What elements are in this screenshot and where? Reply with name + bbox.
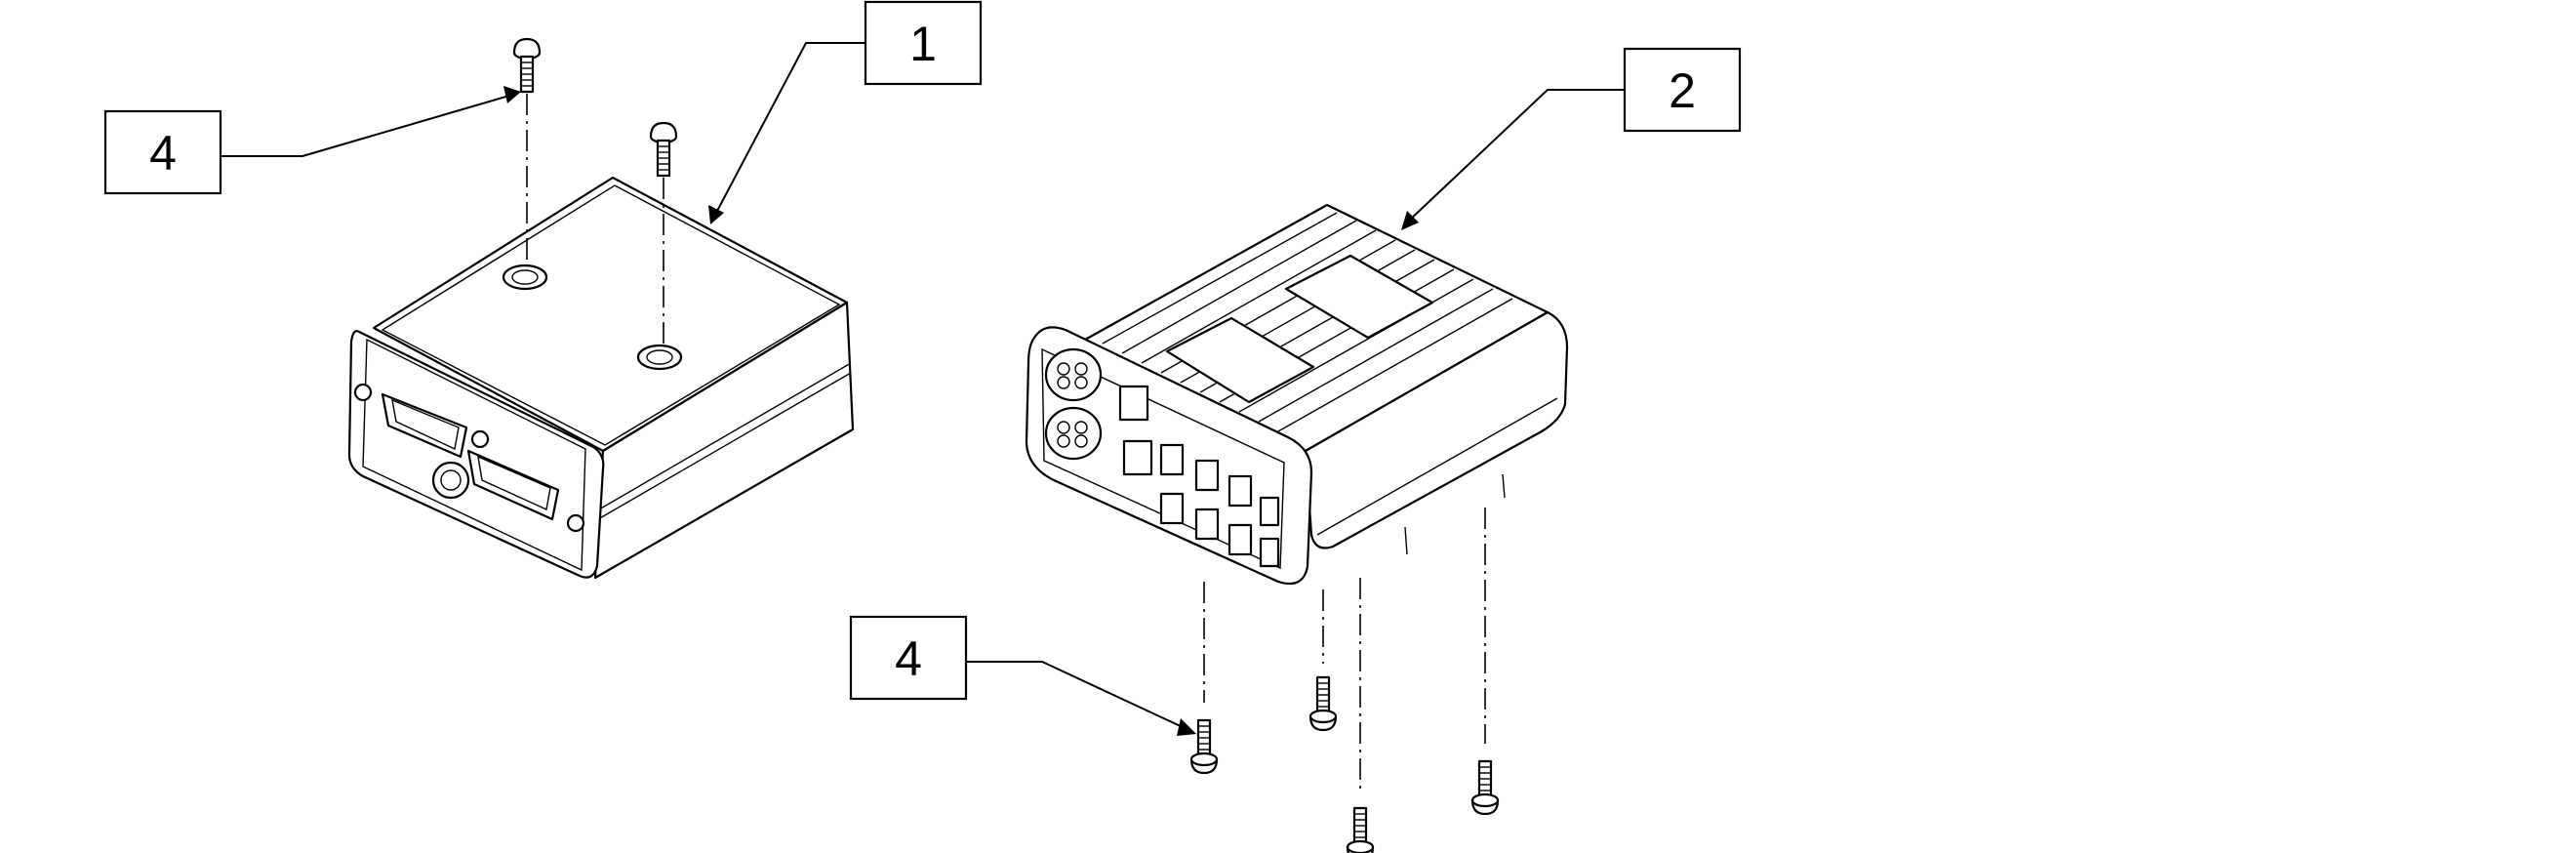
top-hole-2 bbox=[636, 344, 683, 371]
label-plate-2 bbox=[1284, 254, 1434, 340]
callout-4-top: 4 bbox=[103, 86, 521, 195]
part-1-enclosure bbox=[347, 176, 855, 580]
terminal-blocks bbox=[1118, 385, 1280, 568]
db9-connector-left bbox=[353, 383, 490, 459]
top-hole-1 bbox=[502, 264, 548, 291]
db9-connector-right bbox=[466, 449, 585, 533]
callout-2: 2 bbox=[1401, 47, 1742, 230]
screw-1a bbox=[512, 37, 542, 94]
screw-2b bbox=[1308, 675, 1338, 732]
callout-1: 1 bbox=[708, 0, 983, 224]
callout-1-label: 1 bbox=[909, 17, 937, 71]
label-plate-1 bbox=[1165, 316, 1315, 404]
callout-4-top-label: 4 bbox=[149, 126, 177, 181]
round-connector-bottom bbox=[1044, 406, 1103, 461]
part-2-controller bbox=[1025, 203, 1569, 586]
callout-4-bottom-label: 4 bbox=[895, 631, 922, 686]
screw-2c bbox=[1346, 806, 1375, 853]
callout-4-bottom: 4 bbox=[849, 615, 1196, 736]
screw-2d bbox=[1470, 759, 1500, 816]
screw-2a bbox=[1189, 718, 1219, 775]
round-jack bbox=[431, 461, 470, 500]
callout-2-label: 2 bbox=[1669, 63, 1696, 118]
screw-1b bbox=[649, 121, 678, 178]
round-connector-top bbox=[1044, 347, 1103, 402]
